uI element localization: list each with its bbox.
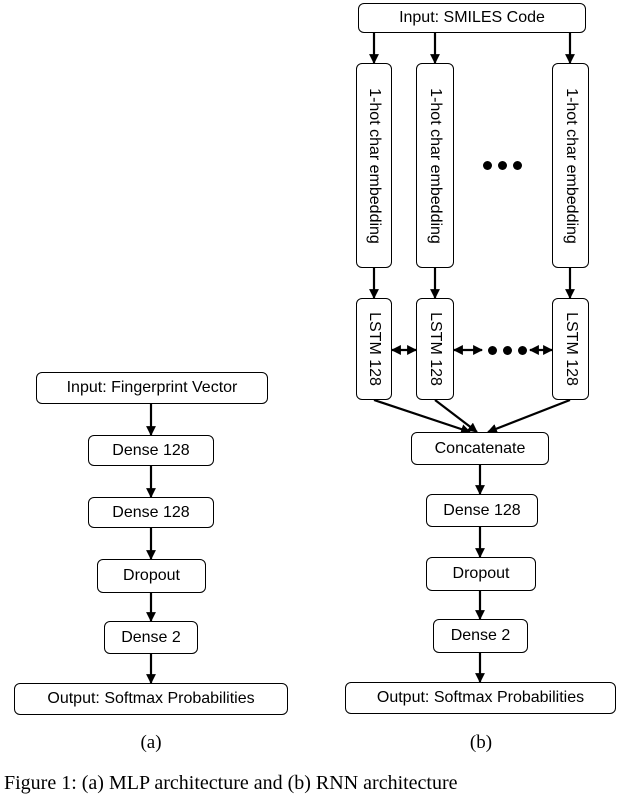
mlp-input-box: Input: Fingerprint Vector (36, 372, 268, 404)
mlp-dense-128-box-2: Dense 128 (88, 497, 214, 528)
rnn-embedding-box-3: 1-hot char embedding (552, 63, 589, 268)
mlp-dropout-box: Dropout (97, 559, 206, 593)
figure-caption: Figure 1: (a) MLP architecture and (b) R… (4, 772, 458, 794)
rnn-arrow-lstm1-concat (373, 398, 471, 434)
mlp-output-box: Output: Softmax Probabilities (14, 683, 288, 715)
rnn-embedding-label-1: 1-hot char embedding (366, 87, 383, 244)
rnn-dropout-box: Dropout (426, 557, 536, 591)
rnn-output-box: Output: Softmax Probabilities (345, 682, 616, 714)
mlp-dense-128-box: Dense 128 (88, 435, 214, 466)
rnn-lstm-label-3: LSTM 128 (562, 312, 580, 386)
mlp-dense-2-box: Dense 2 (104, 621, 198, 654)
rnn-panel-label: (b) (469, 732, 493, 753)
rnn-input-box: Input: SMILES Code (358, 3, 586, 33)
rnn-ellipsis-lstm (488, 346, 527, 355)
rnn-dense-128-box: Dense 128 (426, 494, 538, 527)
rnn-embedding-label-3: 1-hot char embedding (562, 87, 580, 244)
rnn-embedding-box-2: 1-hot char embedding (416, 63, 454, 268)
rnn-lstm-label-2: LSTM 128 (427, 312, 444, 386)
rnn-dense-2-box: Dense 2 (433, 619, 528, 653)
rnn-lstm-box-1: LSTM 128 (356, 298, 392, 400)
mlp-panel-label: (a) (140, 732, 162, 753)
rnn-embedding-box-1: 1-hot char embedding (356, 63, 392, 268)
rnn-arrow-lstm2-concat (434, 399, 478, 433)
rnn-lstm-label-1: LSTM 128 (366, 312, 383, 386)
rnn-ellipsis-embedding (483, 161, 522, 170)
rnn-lstm-box-2: LSTM 128 (416, 298, 454, 400)
rnn-arrow-lstm3-concat (487, 398, 571, 434)
rnn-concatenate-box: Concatenate (411, 432, 549, 465)
rnn-embedding-label-2: 1-hot char embedding (427, 87, 444, 244)
rnn-lstm-box-3: LSTM 128 (552, 298, 589, 400)
